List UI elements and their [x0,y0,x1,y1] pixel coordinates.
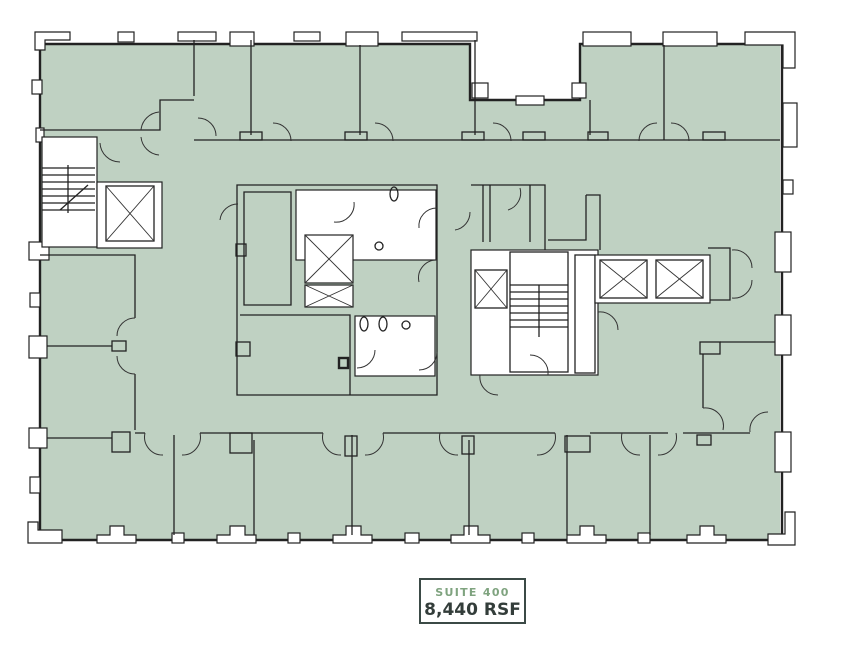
toilet-icon [359,316,369,332]
right-offices [696,341,775,446]
sink-icon [401,320,411,330]
exterior-wall [38,42,784,542]
suite-number-label: SUITE 400 [435,586,510,599]
top-offices [40,40,780,156]
elevator-stair-core [454,184,753,396]
floor-plan [27,31,798,546]
left-core [41,136,163,249]
toilet-icon [389,186,399,202]
stair-icon [42,165,95,213]
office-floor-area [40,44,780,540]
sink-icon [374,241,384,251]
suite-label-box: SUITE 400 8,440 RSF [419,578,526,624]
bottom-offices [135,432,700,535]
stair-icon [510,284,568,337]
restroom-core [219,184,438,396]
rentable-area-label: 8,440 RSF [424,600,521,620]
elevator-icon [105,185,155,242]
perimeter-columns [27,31,798,546]
left-offices [40,254,136,453]
toilet-icon [378,316,388,332]
stairwell-left [41,136,98,248]
